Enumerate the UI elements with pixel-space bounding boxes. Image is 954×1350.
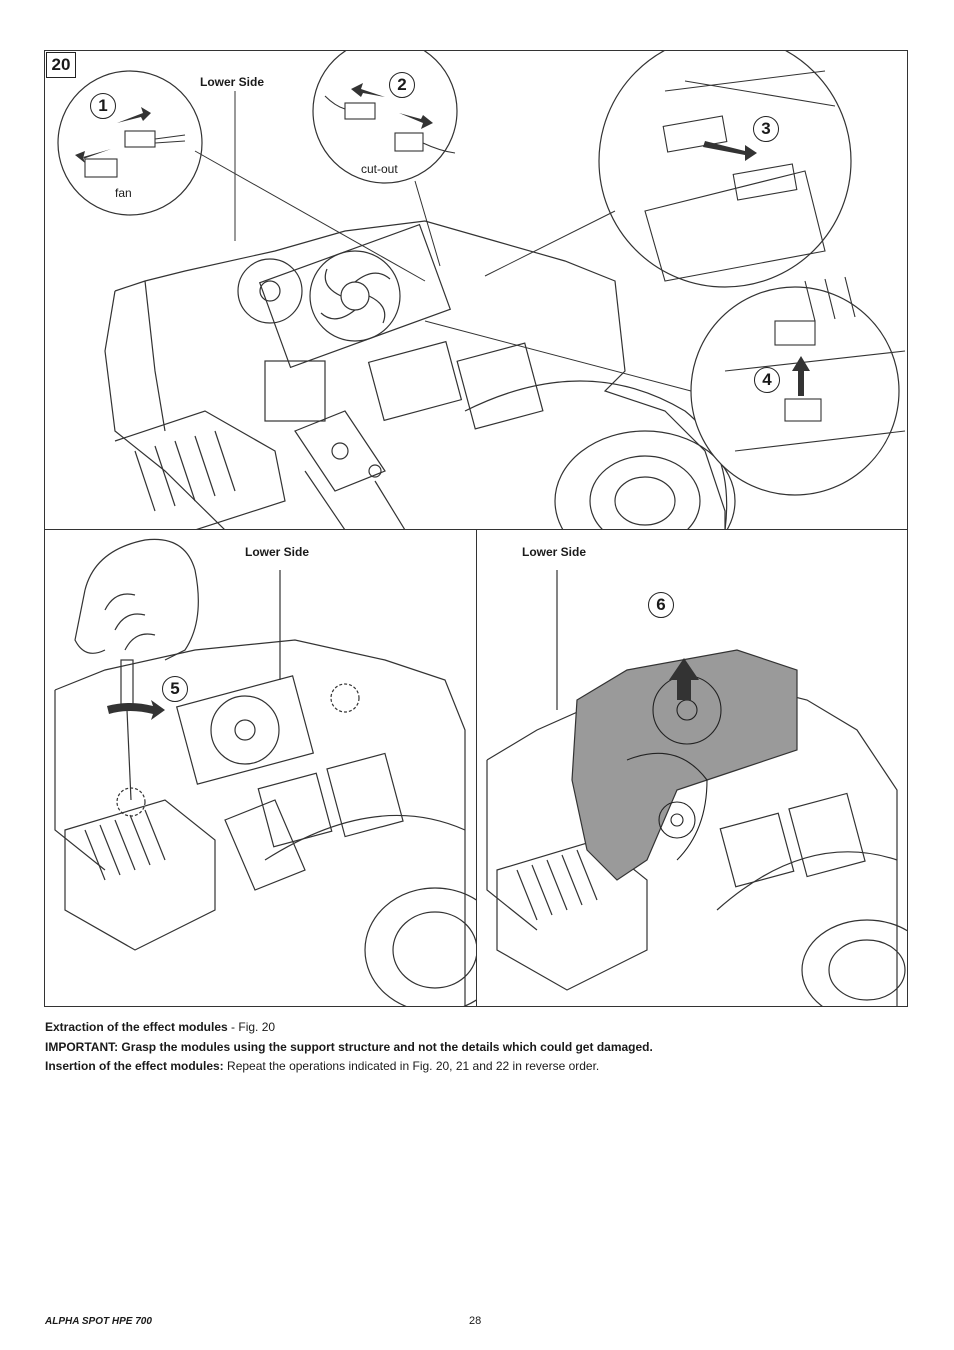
top-panel: 20: [45, 51, 907, 530]
caption-extraction-ref: - Fig. 20: [227, 1020, 276, 1034]
lower-side-label: Lower Side: [522, 545, 587, 559]
step-6-marker: 6: [648, 592, 674, 618]
bottom-right-illustration: [486, 570, 907, 1006]
figure-number: 20: [46, 52, 76, 78]
caption-insertion: Insertion of the effect modules: Repeat …: [45, 1057, 599, 1075]
bottom-right-panel: Lower Side 6: [477, 530, 907, 1006]
bottom-left-illustration: [54, 538, 476, 1006]
fan-label: fan: [115, 186, 132, 200]
step-5-marker: 5: [162, 676, 188, 702]
caption-insertion-bold: Insertion of the effect modules:: [45, 1059, 224, 1073]
caption-insertion-text: Repeat the operations indicated in Fig. …: [223, 1059, 600, 1073]
lower-side-label: Lower Side: [245, 545, 310, 559]
caption-important-text: IMPORTANT: Grasp the modules using the s…: [45, 1040, 653, 1054]
lower-side-label: Lower Side: [200, 75, 265, 89]
caption-extraction-bold: Extraction of the effect modules: [45, 1020, 228, 1034]
cutout-label: cut-out: [361, 162, 398, 176]
page-number: 28: [469, 1315, 482, 1327]
step-4-marker: 4: [754, 367, 780, 393]
step-3-marker: 3: [753, 116, 779, 142]
top-panel-illustration: [57, 51, 906, 529]
step-1-marker: 1: [90, 93, 116, 119]
bottom-left-panel: Lower Side 5: [45, 530, 477, 1006]
figure-20-frame: 20: [44, 50, 908, 1007]
caption-important: IMPORTANT: Grasp the modules using the s…: [45, 1038, 653, 1056]
caption-extraction: Extraction of the effect modules - Fig. …: [45, 1018, 275, 1036]
step-2-marker: 2: [389, 72, 415, 98]
footer-product-name: ALPHA SPOT HPE 700: [45, 1316, 152, 1327]
